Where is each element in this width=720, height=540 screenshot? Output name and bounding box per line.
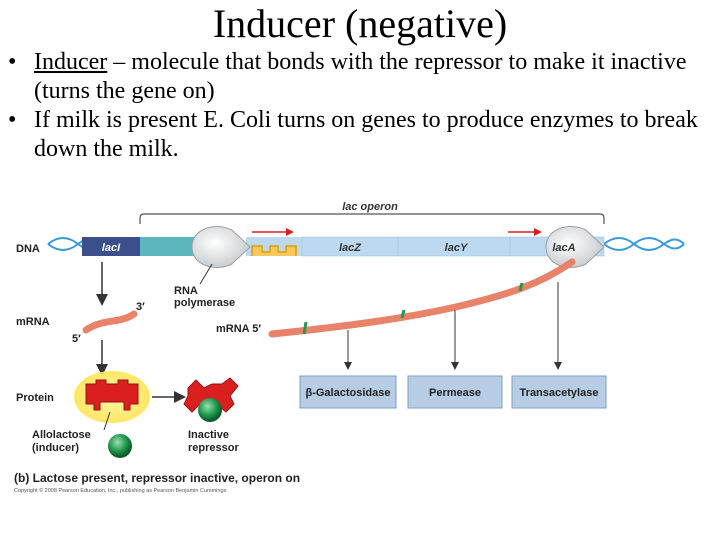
transacetylase-label: Transacetylase	[520, 387, 599, 399]
repressor-protein	[85, 379, 139, 411]
copyright-note: Copyright © 2008 Pearson Education, Inc.…	[14, 488, 227, 494]
rna-polymerase-shape	[191, 226, 251, 268]
operon-bracket	[139, 213, 605, 224]
slide-title: Inducer (negative)	[212, 1, 508, 46]
bullet-underlined-term: Inducer	[34, 49, 108, 75]
promoter-region	[140, 237, 196, 256]
prime5-label: 5′	[72, 333, 81, 345]
rna-polymerase-label: RNA polymerase	[174, 285, 235, 309]
bullet-text: If milk is present E. Coli turns on gene…	[34, 107, 698, 162]
bullet-text: – molecule that bonds with the repressor…	[34, 49, 687, 104]
dna-label: DNA	[16, 243, 40, 255]
bound-inducer	[198, 398, 222, 422]
figure-caption: (b) Lactose present, repressor inactive,…	[14, 471, 300, 485]
bullet-dot: •	[8, 107, 17, 133]
laci-mrna	[82, 310, 138, 334]
lacz-gene-label: lacZ	[339, 242, 362, 254]
dna-helix-right	[603, 237, 685, 251]
operator-site	[251, 245, 297, 256]
laci-gene	[82, 237, 140, 256]
protein-label: Protein	[16, 392, 54, 404]
mrna-right-label: mRNA 5′	[216, 323, 261, 335]
allolactose-molecule	[108, 434, 132, 458]
permease-label: Permease	[429, 387, 481, 399]
allolactose-label: Allolactose (inducer)	[32, 429, 94, 454]
laca-gene-label: lacA	[552, 242, 575, 254]
inactive-repressor-label: Inactive repressor	[188, 429, 239, 454]
galactosidase-box	[299, 375, 397, 409]
operon-label: lac operon	[342, 201, 398, 213]
galactosidase-label: β-Galactosidase	[306, 387, 391, 399]
inactive-repressor-shape	[183, 377, 239, 413]
permease-box	[407, 375, 503, 409]
polycistronic-mrna	[268, 258, 576, 338]
prime3-label: 3′	[136, 301, 145, 313]
bullet-dot: •	[8, 49, 17, 75]
lacy-gene-label: lacY	[445, 242, 469, 254]
bullet-list: • Inducer – molecule that bonds with the …	[8, 48, 713, 164]
bullet-item-inducer: • Inducer – molecule that bonds with the …	[8, 48, 713, 106]
rna-polymerase-transcribing	[545, 226, 605, 268]
bullet-item-milk: • If milk is present E. Coli turns on gen…	[8, 106, 713, 164]
mrna-left-label: mRNA	[16, 316, 50, 328]
transacetylase-box	[511, 375, 607, 409]
laci-gene-label: lacI	[102, 242, 121, 254]
